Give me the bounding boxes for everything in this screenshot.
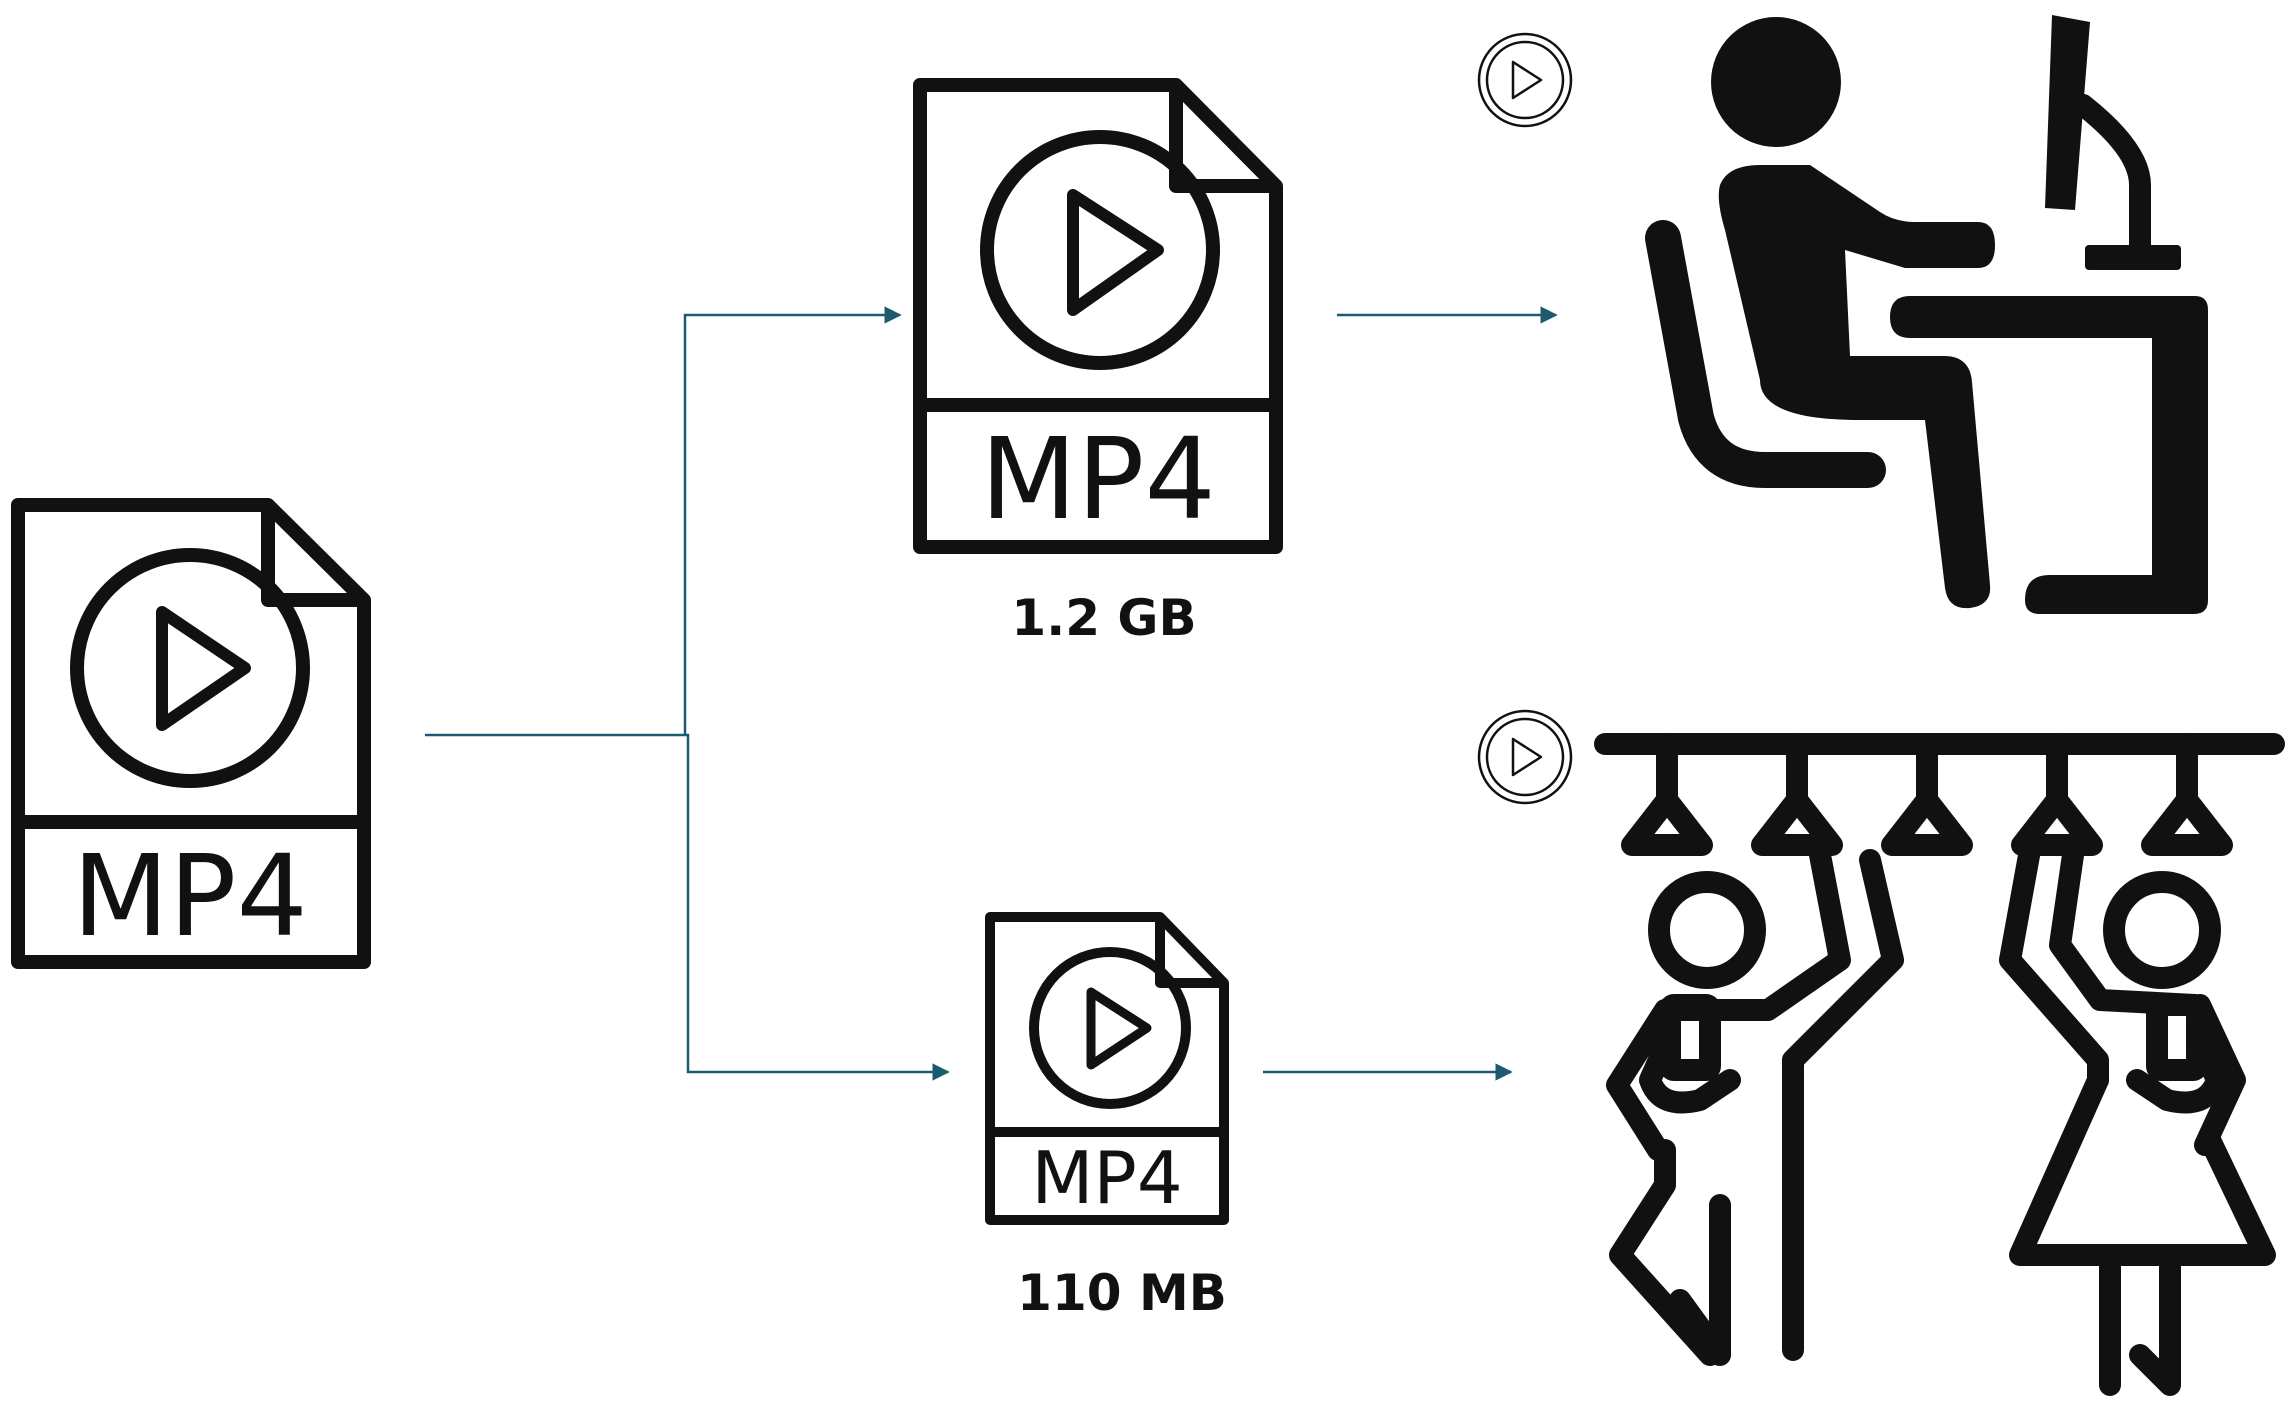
hand-strap-icon — [1881, 735, 1973, 856]
hand-strap-icon — [1621, 735, 1713, 856]
connector-to-low — [685, 733, 950, 1081]
play-circle-icon — [1477, 709, 1573, 805]
low-file-label: MP4 — [1031, 1136, 1182, 1220]
high-file-size: 1.2 GB — [1011, 589, 1196, 647]
commuters-on-train-icon — [1594, 733, 2285, 1396]
play-circle-icon — [1477, 32, 1573, 128]
connector-lines — [425, 306, 1558, 1081]
source-mp4-file-icon: MP4 — [11, 498, 371, 969]
high-file-label: MP4 — [980, 415, 1215, 545]
source-file-label: MP4 — [72, 832, 307, 962]
connector-to-high — [683, 306, 902, 735]
high-quality-mp4-file-icon: MP4 — [913, 78, 1283, 554]
person-at-desk-icon — [1645, 15, 2208, 614]
hand-strap-icon — [2011, 735, 2103, 856]
hand-strap-icon — [2141, 735, 2233, 856]
low-file-size: 110 MB — [1017, 1264, 1227, 1322]
low-quality-mp4-file-icon: MP4 — [985, 912, 1229, 1225]
hand-strap-icon — [1751, 735, 1843, 856]
